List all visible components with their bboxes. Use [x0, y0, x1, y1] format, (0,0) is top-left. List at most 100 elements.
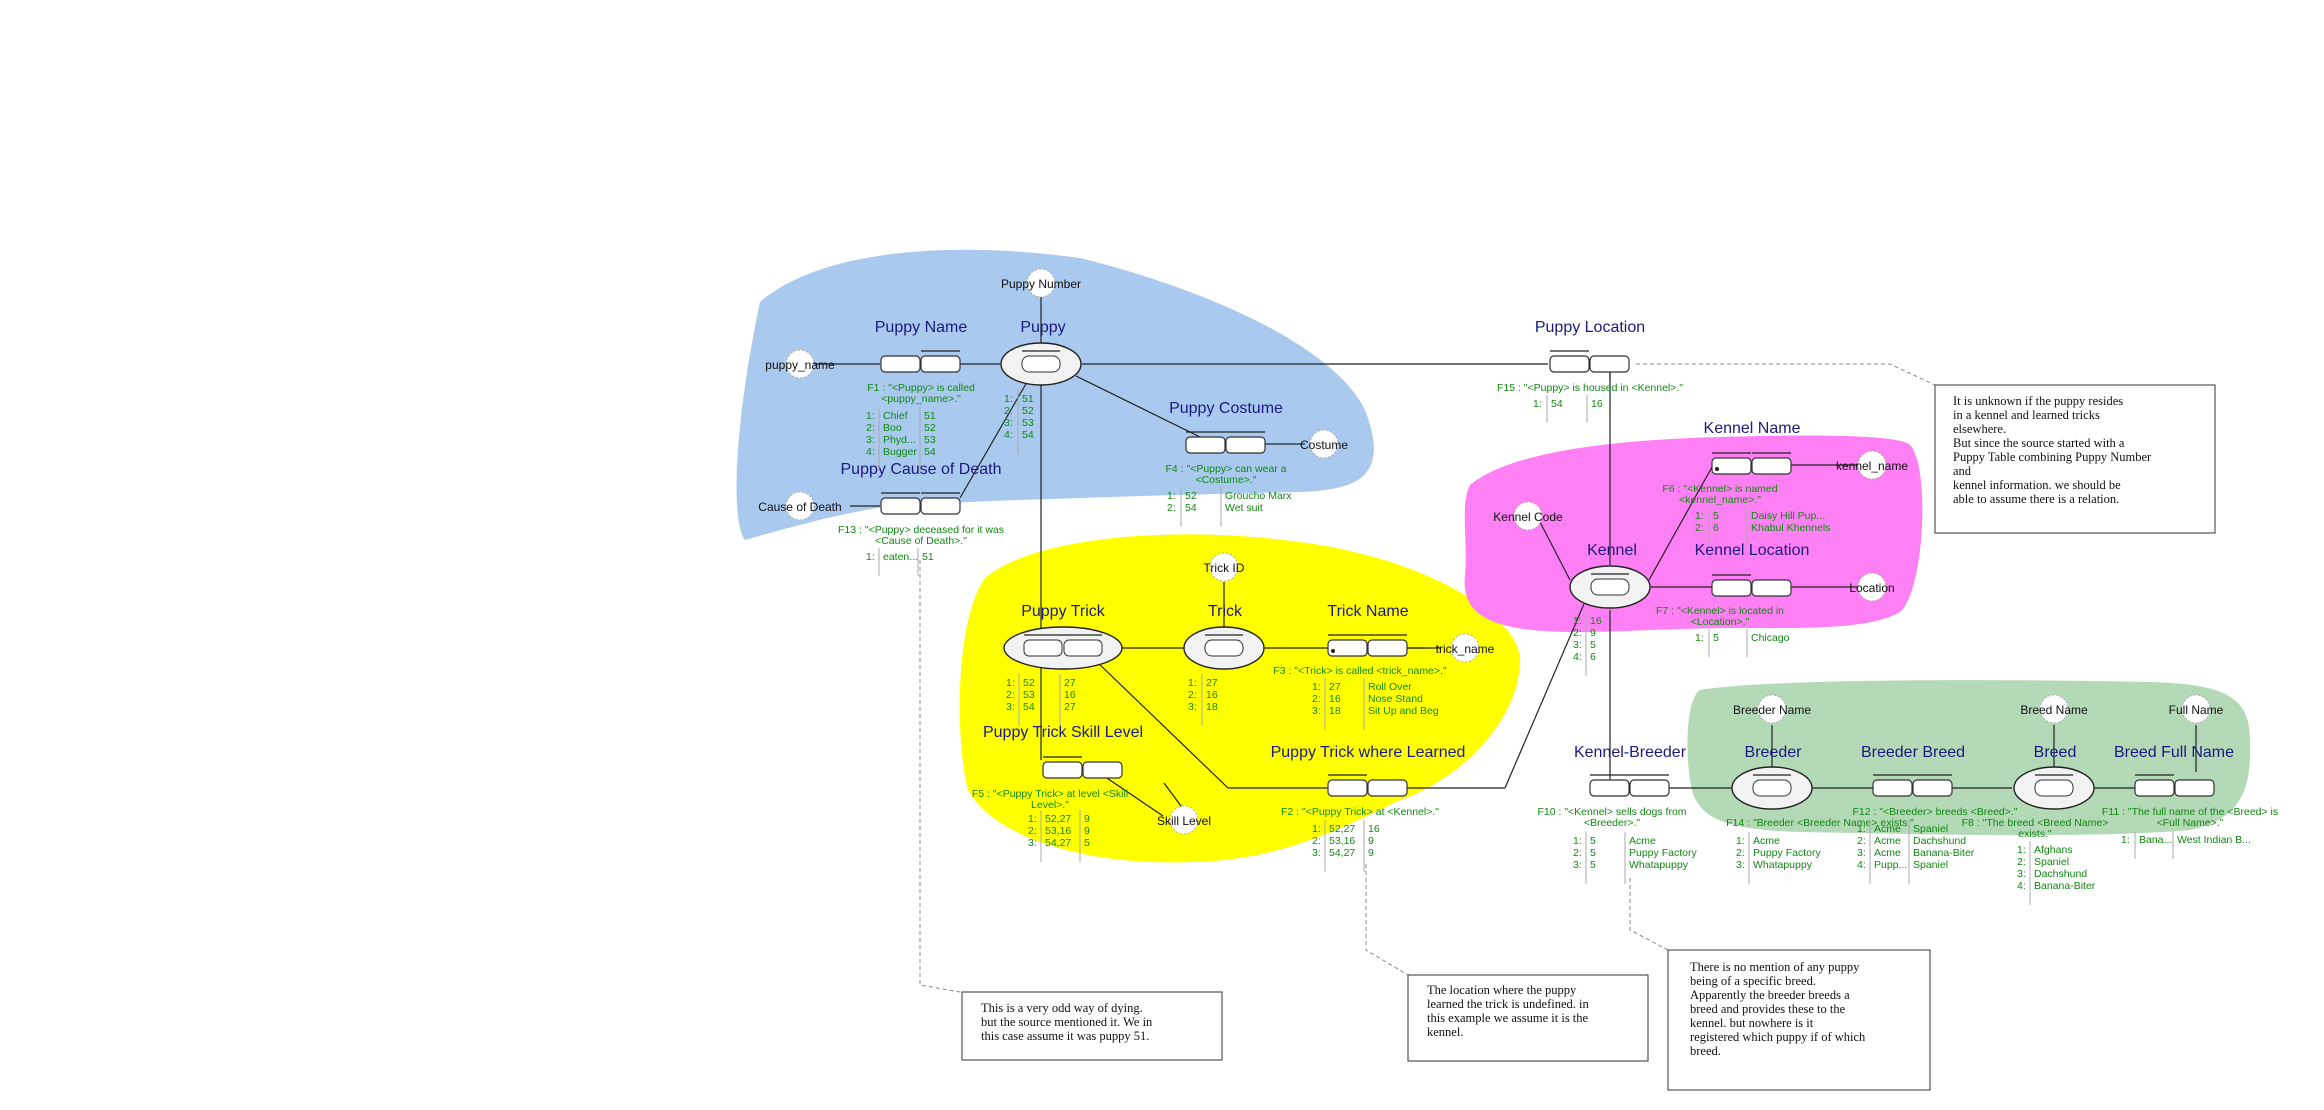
value-type-trick-name[interactable]: trick_name — [1436, 633, 1495, 663]
population-cell: Puppy Factory — [1753, 847, 1821, 859]
fact-reading-f7-line: F7 : "<Kennel> is located in — [1656, 605, 1784, 617]
value-type-location[interactable]: Location — [1849, 572, 1895, 602]
fact-reading-f4: F4 : "<Puppy> can wear a<Costume>." — [1165, 463, 1286, 486]
object-type-trick[interactable]: Trick — [1183, 603, 1265, 670]
object-type-breed[interactable]: Breed — [2013, 744, 2095, 810]
value-type-puppy-name[interactable]: puppy_name — [765, 349, 835, 379]
population-cell: Whatapuppy — [1629, 859, 1689, 871]
population-cell: Spaniel — [1913, 823, 1948, 835]
value-type-cause-of-death[interactable]: Cause of Death — [758, 491, 842, 521]
value-type-full-name[interactable]: Full Name — [2169, 694, 2224, 724]
population-cell: Dachshund — [2034, 868, 2087, 880]
fact-reading-f2-line: F2 : "<Puppy Trick> at <Kennel>." — [1281, 806, 1439, 818]
population-cell: 9 — [1084, 813, 1090, 825]
population-cell: Sit Up and Beg — [1368, 705, 1439, 717]
population-cell: 2: — [1167, 502, 1176, 514]
fact-type-puppy-name[interactable]: Puppy Name — [875, 319, 968, 373]
fact-reading-f6-line: <kennel_name>." — [1679, 494, 1761, 506]
svg-text:Kennel Code: Kennel Code — [1493, 510, 1563, 524]
fact-type-puppy-trick-skill-level[interactable]: Puppy Trick Skill Level — [983, 724, 1143, 779]
population-cell: 6 — [1590, 651, 1596, 663]
population-cell: 54 — [1185, 502, 1197, 514]
population-cell: Spaniel — [2034, 856, 2069, 868]
population-cell: 2: — [1028, 825, 1037, 837]
fact-type-puppy-location[interactable]: Puppy Location — [1535, 319, 1645, 373]
note-breed-line: breed and provides these to the — [1690, 1002, 1846, 1016]
value-type-breeder-name[interactable]: Breeder Name — [1733, 694, 1811, 724]
fact-reading-f8: F8 : "The breed <Breed Name>exists." — [1962, 817, 2109, 840]
fact-reading-f10: F10 : "<Kennel> sells dogs from<Breeder>… — [1537, 806, 1686, 829]
population-cell: 18 — [1206, 701, 1218, 713]
value-type-kennel-name[interactable]: kennel_name — [1836, 450, 1908, 480]
object-type-puppy[interactable]: Puppy — [1000, 319, 1082, 386]
note-breed-line: registered which puppy if of which — [1690, 1030, 1866, 1044]
population-cell: 6 — [1713, 522, 1719, 534]
population-cell: 52 — [1185, 490, 1197, 502]
population-cell: 51 — [924, 410, 936, 422]
svg-text:Skill Level: Skill Level — [1157, 814, 1211, 828]
fact-reading-f11: F11 : "The full name of the <Breed> is<F… — [2102, 806, 2278, 829]
svg-text:Kennel-Breeder: Kennel-Breeder — [1574, 744, 1687, 761]
svg-text:Puppy Trick: Puppy Trick — [1021, 603, 1106, 620]
value-type-breed-name[interactable]: Breed Name — [2020, 694, 2088, 724]
fact-type-puppy-costume[interactable]: Puppy Costume — [1169, 400, 1283, 454]
population-cell: 1: — [1167, 490, 1176, 502]
population-cause-of-death: 1:eaten...51 — [866, 548, 934, 576]
note-cause-of-death-line: this case assume it was puppy 51. — [981, 1029, 1149, 1043]
population-cell: 2: — [1004, 405, 1013, 417]
fact-type-kennel-name[interactable]: Kennel Name — [1704, 420, 1801, 475]
fact-type-kennel-breeder[interactable]: Kennel-Breeder — [1574, 744, 1687, 797]
fact-type-trick-name[interactable]: Trick Name — [1327, 603, 1409, 657]
fact-reading-f1-line: F1 : "<Puppy> is called — [867, 382, 975, 394]
svg-text:Breed: Breed — [2034, 744, 2077, 761]
value-type-puppy-number[interactable]: Puppy Number — [1001, 268, 1081, 298]
value-type-kennel-code[interactable]: Kennel Code — [1493, 501, 1563, 531]
fact-reading-f11-line: F11 : "The full name of the <Breed> is — [2102, 806, 2278, 818]
population-cell: 27 — [1064, 677, 1076, 689]
population-cell: 9 — [1368, 835, 1374, 847]
population-cell: 3: — [1188, 701, 1197, 713]
svg-text:This is a very odd way of dyin: This is a very odd way of dying.but the … — [981, 1001, 1153, 1043]
note-breed-line: breed. — [1690, 1044, 1721, 1058]
population-cell: 4: — [1857, 859, 1866, 871]
population-kennel: 1:162:93:54:6 — [1573, 612, 1602, 676]
fact-type-puppy-cause-of-death[interactable]: Puppy Cause of Death — [841, 461, 1002, 515]
value-type-costume[interactable]: Costume — [1300, 429, 1348, 459]
svg-text:Puppy Trick where Learned: Puppy Trick where Learned — [1271, 744, 1466, 761]
population-cell: 2: — [1857, 835, 1866, 847]
population-cell: 27 — [1206, 677, 1218, 689]
note-puppy-location-line: in a kennel and learned tricks — [1953, 408, 2100, 422]
fact-reading-f4-line: F4 : "<Puppy> can wear a — [1165, 463, 1286, 475]
fact-type-puppy-trick-where-learned[interactable]: Puppy Trick where Learned — [1271, 744, 1466, 797]
note-where-learned-line: The location where the puppy — [1427, 983, 1577, 997]
svg-text:Puppy Location: Puppy Location — [1535, 319, 1645, 336]
population-cell: 2: — [866, 422, 875, 434]
population-cell: Nose Stand — [1368, 693, 1423, 705]
fact-type-breeder-breed[interactable]: Breeder Breed — [1861, 744, 1965, 797]
svg-text:Kennel Name: Kennel Name — [1704, 420, 1801, 437]
value-type-trick-id[interactable]: Trick ID — [1204, 552, 1245, 582]
population-cell: 1: — [1312, 681, 1321, 693]
object-type-breeder[interactable]: Breeder — [1731, 744, 1813, 810]
fact-reading-f10-line: <Breeder>." — [1584, 817, 1641, 829]
object-type-kennel[interactable]: Kennel — [1569, 542, 1651, 609]
population-breed: 1:Afghans2:Spaniel3:Dachshund4:Banana-Bi… — [2017, 841, 2096, 905]
population-cell: 5 — [1713, 632, 1719, 644]
population-cell: 3: — [1573, 859, 1582, 871]
population-cell: Banana-Biter — [2034, 880, 2096, 892]
fact-type-kennel-location[interactable]: Kennel Location — [1695, 542, 1810, 597]
population-cell: 3: — [1006, 701, 1015, 713]
note-breed-line: being of a specific breed. — [1690, 974, 1816, 988]
object-type-puppy-trick[interactable]: Puppy Trick — [1003, 603, 1123, 670]
population-cell: Chief — [883, 410, 908, 422]
svg-text:Cause of Death: Cause of Death — [758, 500, 841, 514]
value-type-skill-level[interactable]: Skill Level — [1157, 805, 1211, 835]
fact-readings: F1 : "<Puppy> is called<puppy_name>."F4 … — [838, 382, 2278, 840]
fact-reading-f11-line: <Full Name>." — [2157, 817, 2224, 829]
population-cell: 16 — [1206, 689, 1218, 701]
fact-type-breed-full-name[interactable]: Breed Full Name — [2114, 744, 2234, 797]
